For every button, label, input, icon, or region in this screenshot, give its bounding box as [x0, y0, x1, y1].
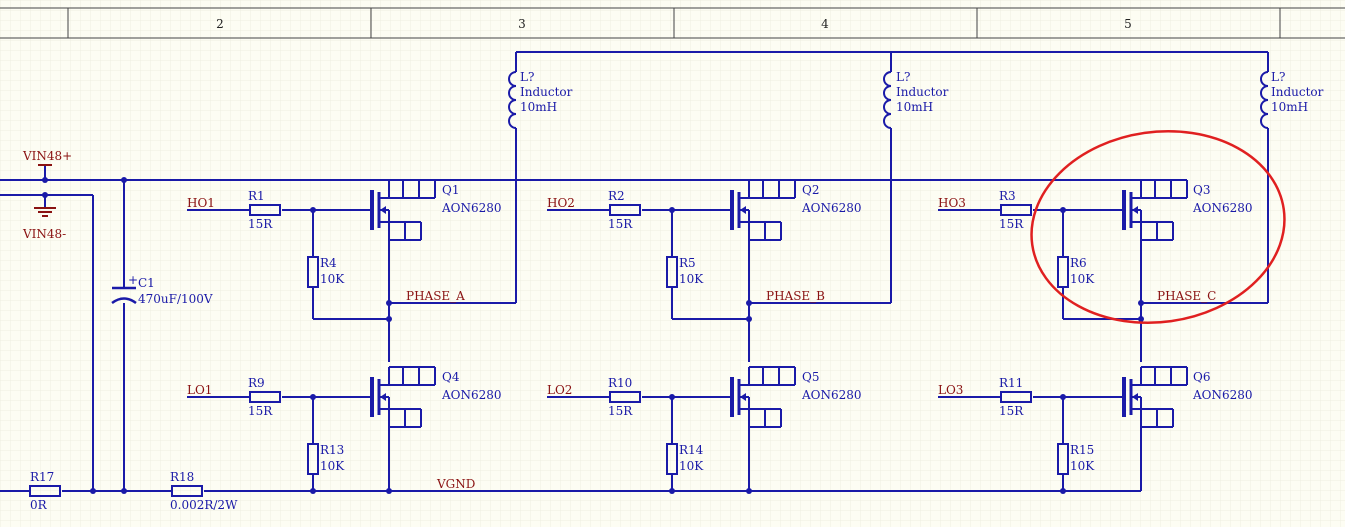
r5-ref: R5: [679, 256, 696, 270]
l3-ref: L?: [1271, 70, 1285, 84]
net-ho2: HO2: [547, 196, 575, 210]
r2-ref: R2: [608, 189, 625, 203]
r13-ref: R13: [320, 443, 344, 457]
r10-value: 15R: [608, 404, 633, 418]
ground-icon: [34, 207, 56, 217]
r10-ref: R10: [608, 376, 632, 390]
border-col-5: 5: [1124, 17, 1132, 31]
l1-ref: L?: [520, 70, 534, 84]
r3-ref: R3: [999, 189, 1016, 203]
q2-ref: Q2: [802, 183, 819, 197]
q6-ref: Q6: [1193, 370, 1210, 384]
r2-value: 15R: [608, 217, 633, 231]
c1-value: 470uF/100V: [138, 292, 213, 306]
r11-ref: R11: [999, 376, 1023, 390]
net-vin48-minus: VIN48-: [22, 227, 66, 241]
c1-ref: C1: [138, 276, 155, 290]
q6-part: AON6280: [1192, 388, 1253, 402]
q3-part: AON6280: [1192, 201, 1253, 215]
l3-value: 10mH: [1271, 100, 1308, 114]
r9-value: 15R: [248, 404, 273, 418]
l3-type: Inductor: [1271, 85, 1324, 99]
net-vgnd: VGND: [436, 477, 475, 491]
r9-ref: R9: [248, 376, 265, 390]
r14-value: 10K: [679, 459, 704, 473]
q4-part: AON6280: [441, 388, 502, 402]
q1-part: AON6280: [441, 201, 502, 215]
q5-ref: Q5: [802, 370, 819, 384]
inductor-l3[interactable]: [1260, 71, 1269, 129]
q2-part: AON6280: [801, 201, 862, 215]
l2-ref: L?: [896, 70, 910, 84]
net-phase-c: PHASE_C: [1157, 289, 1216, 303]
net-lo1: LO1: [187, 383, 212, 397]
net-lo3: LO3: [938, 383, 963, 397]
r3-value: 15R: [999, 217, 1024, 231]
r6-value: 10K: [1070, 272, 1095, 286]
net-phase-b: PHASE_B: [766, 289, 825, 303]
net-vin48-plus: VIN48+: [22, 149, 72, 163]
q4-ref: Q4: [442, 370, 460, 384]
net-lo2: LO2: [547, 383, 572, 397]
r4-ref: R4: [320, 256, 337, 270]
inductor-l1[interactable]: [508, 71, 517, 129]
q3-ref: Q3: [1193, 183, 1210, 197]
l1-value: 10mH: [520, 100, 557, 114]
r1-ref: R1: [248, 189, 265, 203]
l1-type: Inductor: [520, 85, 573, 99]
sheet-border: [0, 7, 1345, 39]
highlight-ellipse: [1030, 130, 1286, 324]
r17-value: 0R: [30, 498, 48, 512]
r15-value: 10K: [1070, 459, 1095, 473]
r11-value: 15R: [999, 404, 1024, 418]
q1-ref: Q1: [442, 183, 459, 197]
capacitor-polarity: +: [128, 273, 138, 287]
r6-ref: R6: [1070, 256, 1087, 270]
r18-value: 0.002R/2W: [170, 498, 238, 512]
net-ho3: HO3: [938, 196, 966, 210]
r15-ref: R15: [1070, 443, 1094, 457]
l2-type: Inductor: [896, 85, 949, 99]
r17-ref: R17: [30, 470, 54, 484]
border-col-2: 2: [216, 17, 224, 31]
r5-value: 10K: [679, 272, 704, 286]
net-phase-a: PHASE_A: [406, 289, 465, 303]
r13-value: 10K: [320, 459, 345, 473]
r18-ref: R18: [170, 470, 194, 484]
r1-value: 15R: [248, 217, 273, 231]
l2-value: 10mH: [896, 100, 933, 114]
inductor-l2[interactable]: [883, 71, 892, 129]
border-col-4: 4: [821, 17, 829, 31]
wires: [0, 51, 1269, 492]
q5-part: AON6280: [801, 388, 862, 402]
net-ho1: HO1: [187, 196, 215, 210]
capacitor-c1[interactable]: [111, 286, 137, 305]
r4-value: 10K: [320, 272, 345, 286]
border-col-3: 3: [518, 17, 526, 31]
r14-ref: R14: [679, 443, 704, 457]
junctions: [42, 177, 1144, 494]
